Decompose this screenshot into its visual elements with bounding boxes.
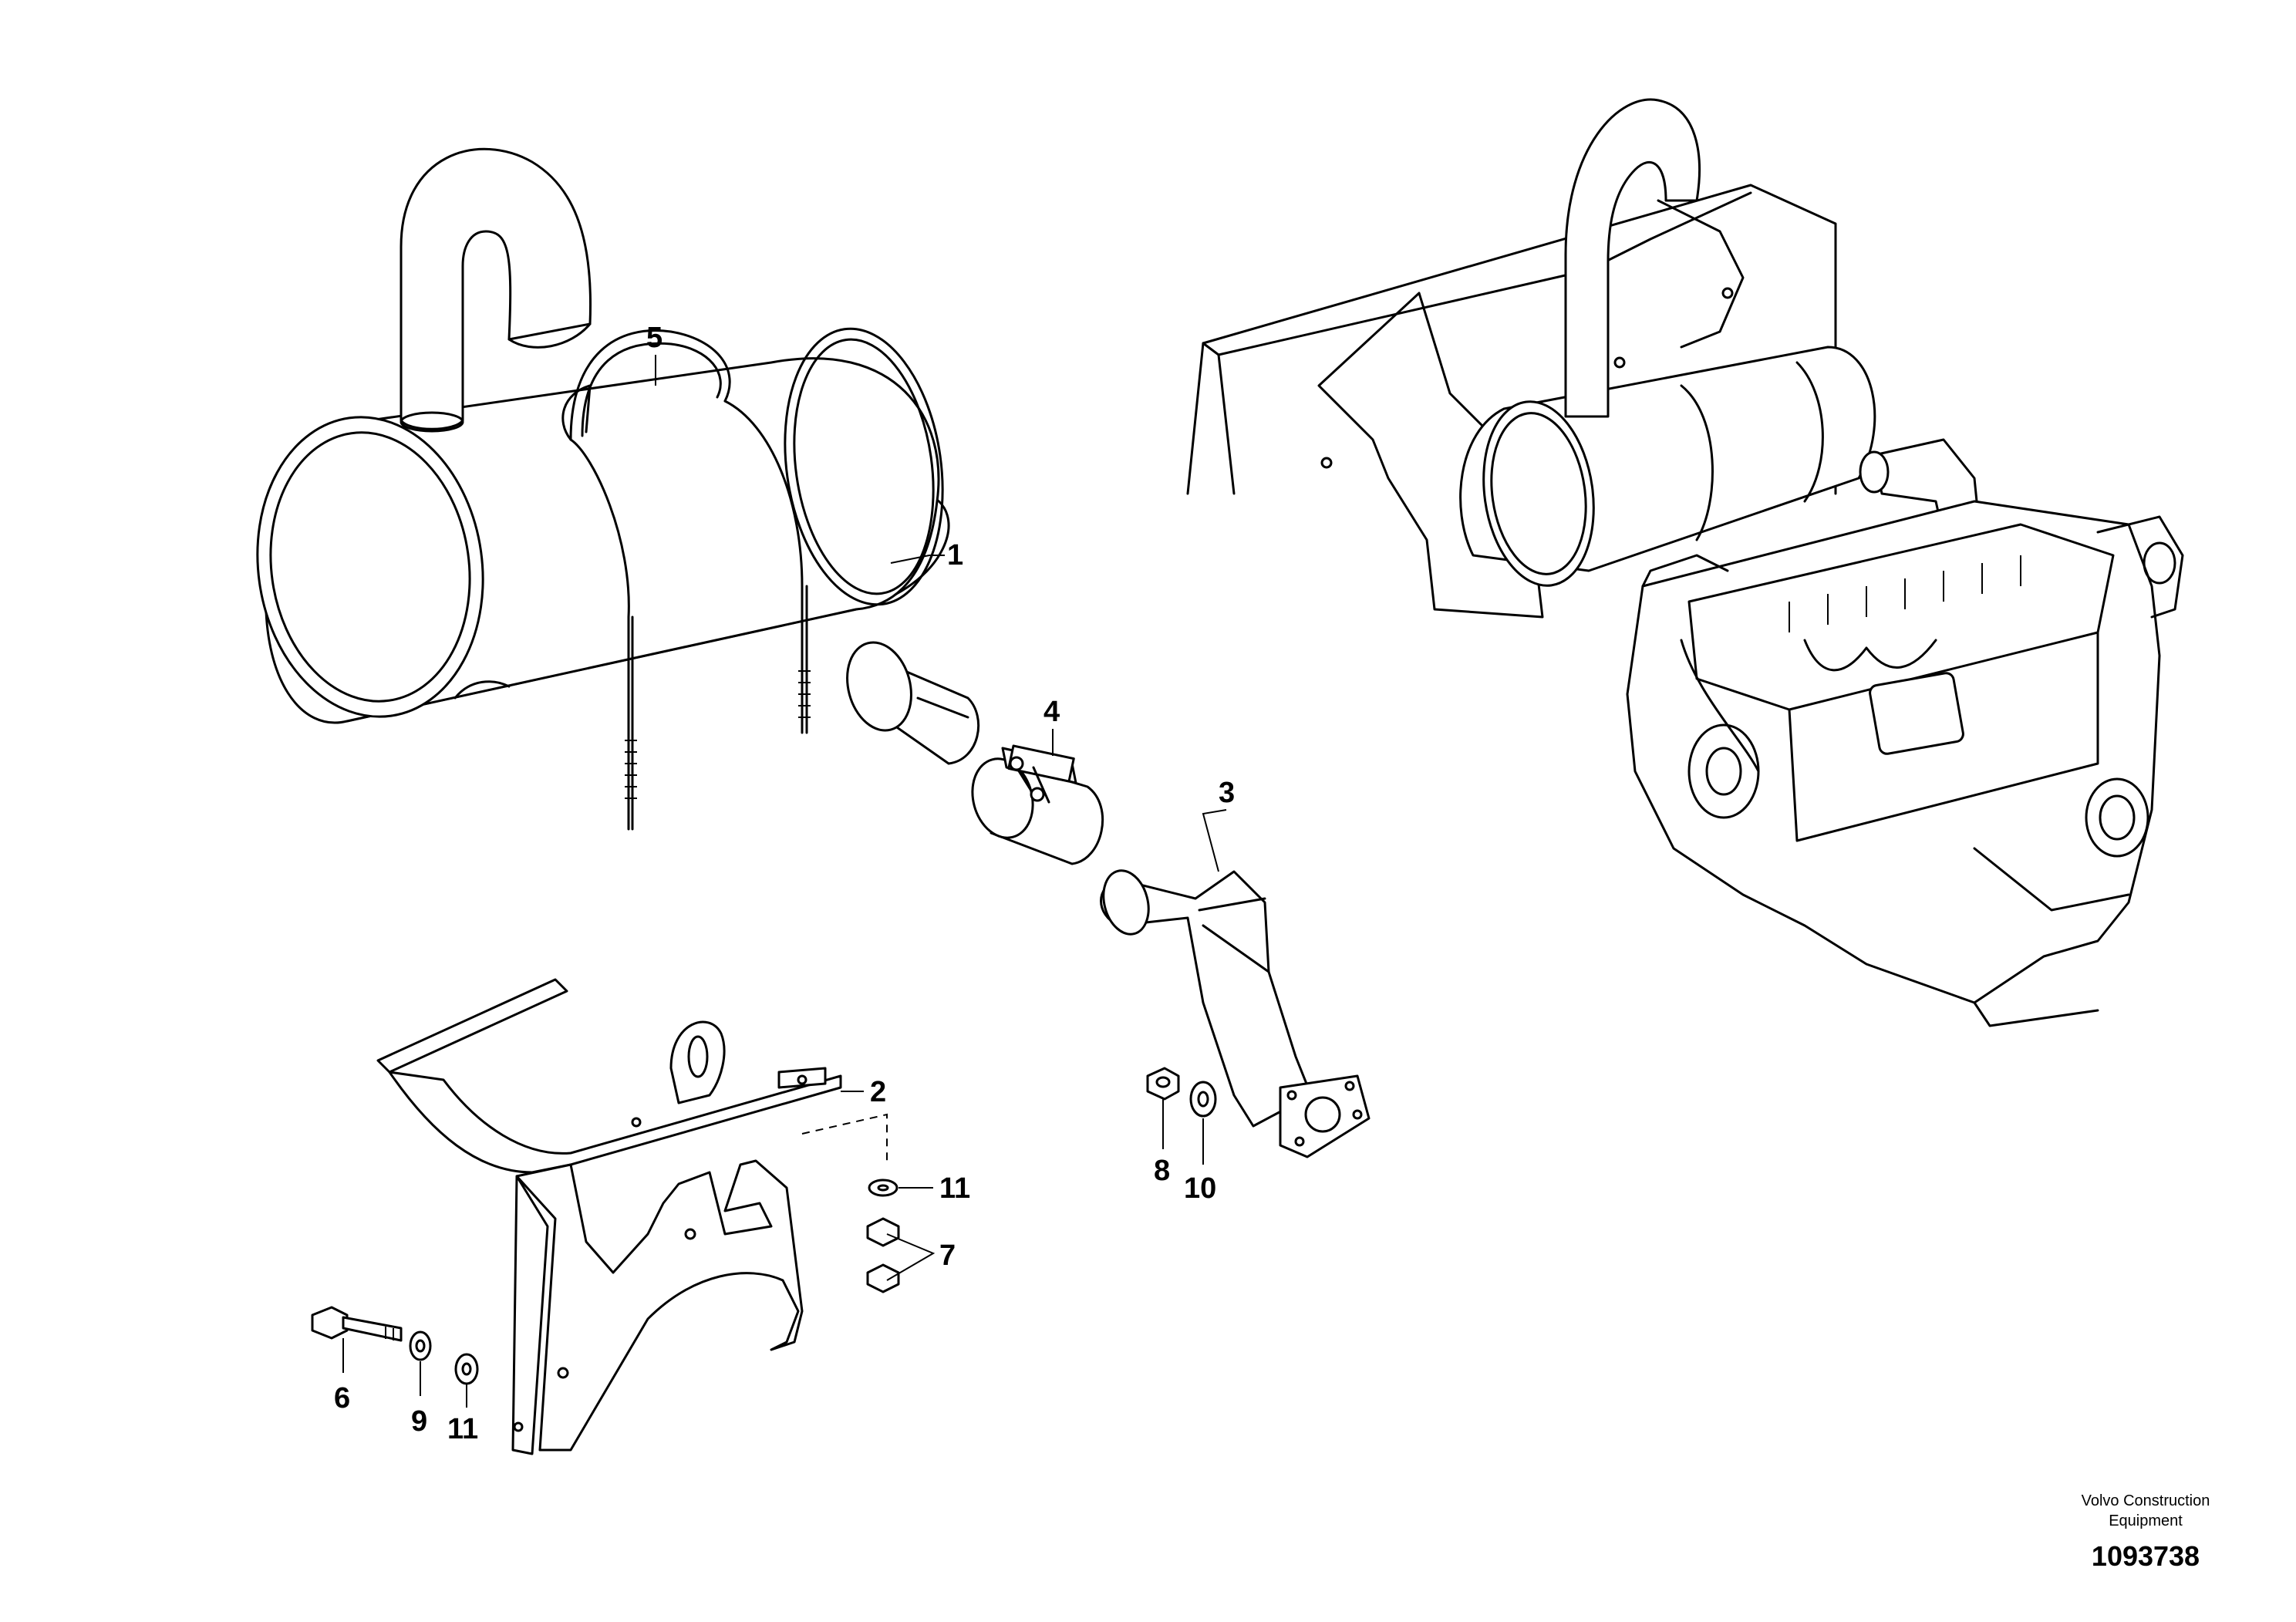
callout-2: 2	[870, 1076, 886, 1108]
callout-3: 3	[1219, 777, 1235, 809]
callout-5: 5	[646, 322, 663, 354]
callout-10: 10	[1184, 1172, 1216, 1205]
brand-line-1: Volvo Construction	[2082, 1492, 2210, 1509]
callout-4: 4	[1043, 696, 1060, 728]
flange-nut-and-washer	[1146, 1067, 1217, 1118]
callout-6: 6	[334, 1382, 350, 1415]
drawing-number: 1093738	[2092, 1540, 2200, 1572]
brand-line-2: Equipment	[2109, 1512, 2183, 1529]
callout-11-washer-bracket: 11	[939, 1172, 970, 1205]
pipe-stub-and-clamp	[846, 641, 1104, 865]
callout-11-washer-stand: 11	[447, 1413, 478, 1445]
exhaust-stack	[400, 147, 592, 433]
support-bracket	[376, 978, 842, 1455]
callout-7: 7	[939, 1239, 956, 1272]
leader-lines	[342, 355, 1227, 1408]
installed-view	[1186, 98, 2184, 1027]
callout-8: 8	[1154, 1155, 1170, 1187]
bracket-fasteners	[801, 1113, 900, 1293]
stand-bolt-and-washers	[311, 1306, 479, 1385]
callout-9: 9	[411, 1405, 427, 1438]
exhaust-pipe	[1100, 869, 1371, 1158]
u-bolt	[561, 329, 811, 831]
callout-1: 1	[947, 539, 963, 572]
muffler	[256, 327, 950, 724]
